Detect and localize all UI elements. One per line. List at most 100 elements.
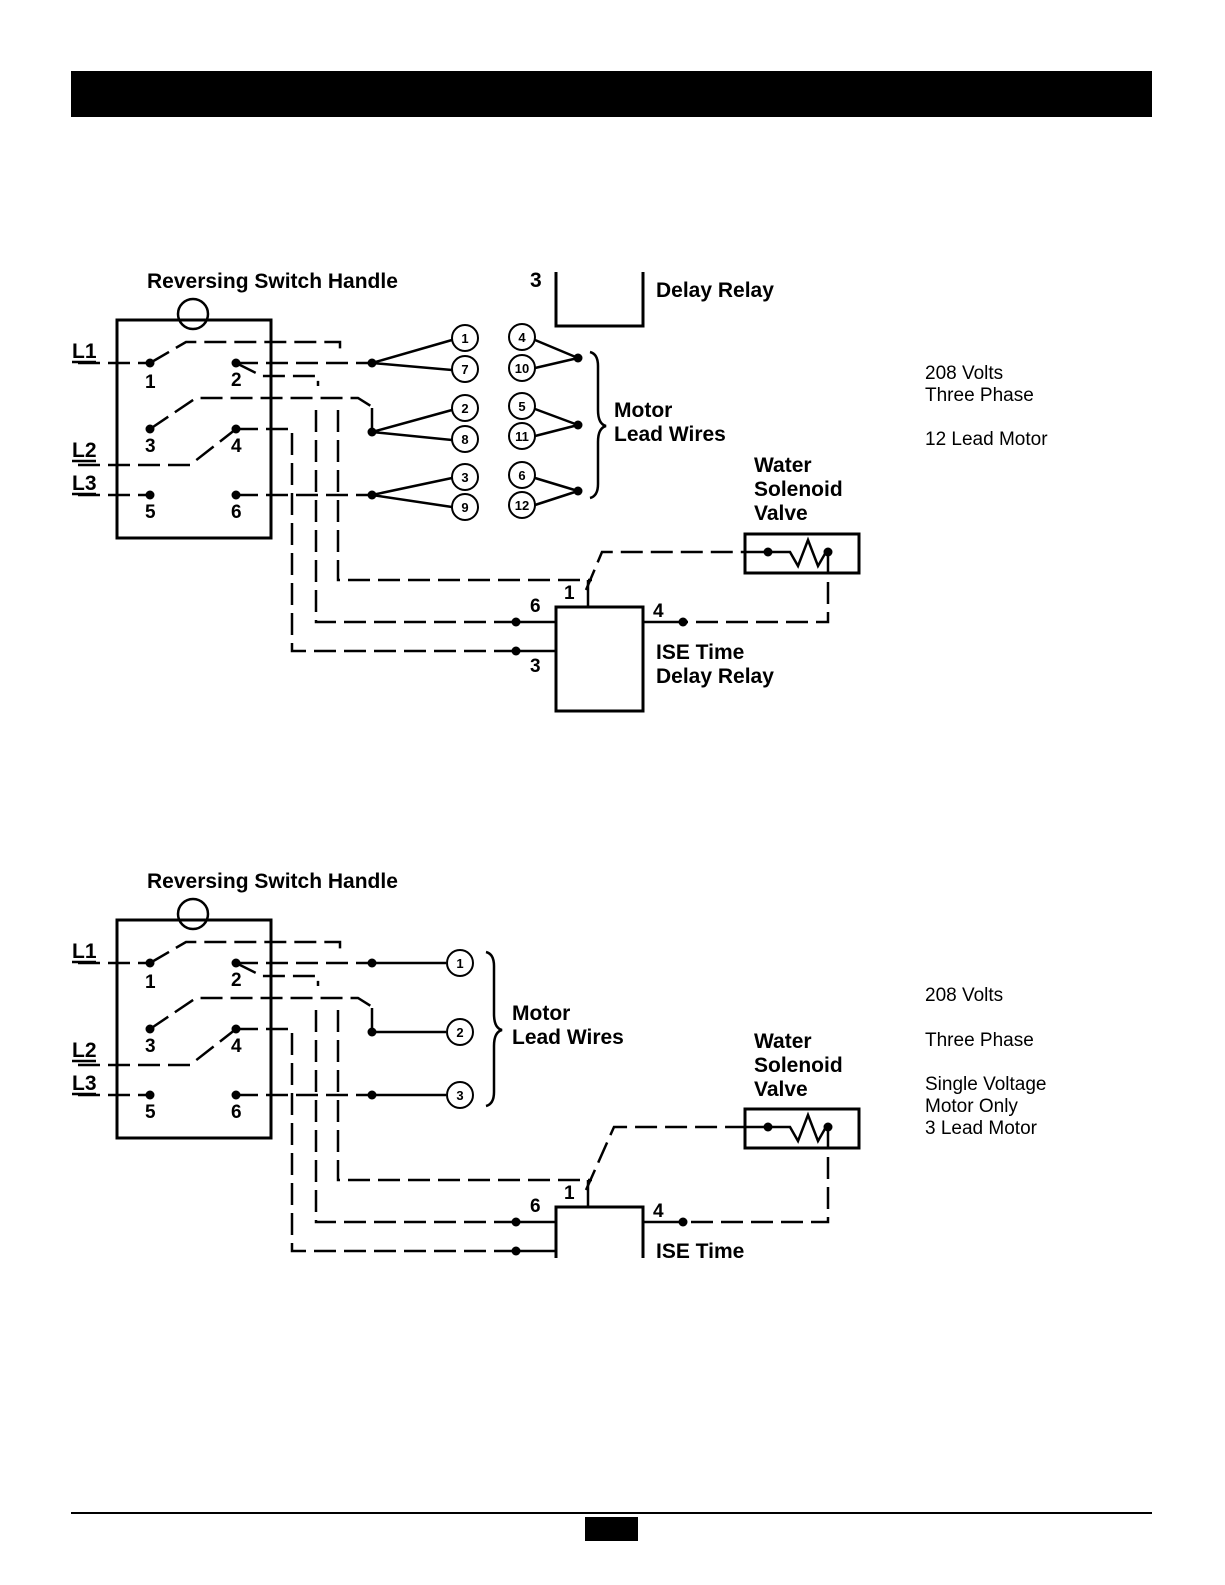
terminal-5-label: 5 [145, 1102, 156, 1123]
relay-label: ISE Time [656, 1240, 744, 1263]
footer-rule [71, 1512, 1152, 1514]
diagram-top: 3 Delay Relay Reversing Switch Handle L1… [72, 269, 861, 713]
relay-dot-4 [678, 1217, 688, 1227]
lead-text-4: 4 [518, 330, 526, 345]
valve-feed-wire [584, 1125, 745, 1191]
lead-text-9: 9 [461, 500, 468, 515]
line-label-l1: L1 [72, 340, 97, 363]
lead-text-5: 5 [518, 399, 525, 414]
terminal-3-label: 3 [145, 436, 156, 457]
lead-circle-3 [451, 463, 479, 491]
line-label-l3: L3 [72, 472, 97, 495]
valve-terminal-left [763, 547, 773, 557]
lead-circle-8 [451, 425, 479, 453]
relay-terminal-4-label: 4 [653, 1201, 664, 1222]
water-valve-box [743, 532, 861, 575]
lead-8-line [371, 430, 453, 442]
valve-return-wire [686, 552, 830, 624]
page-number-tab [585, 1517, 638, 1541]
lead-text-8: 8 [461, 432, 468, 447]
lead-6-line [534, 476, 579, 493]
lead-7-line [371, 361, 453, 372]
valve-label-line2: Solenoid [754, 478, 843, 501]
relay-terminal-3-label: 3 [530, 656, 541, 677]
terminal-6-label: 6 [231, 1102, 242, 1123]
t-relay-1-wire [336, 410, 592, 582]
motor-label-line2: Lead Wires [614, 423, 726, 446]
lead-2-line [371, 408, 453, 434]
terminal-2-label: 2 [231, 970, 242, 991]
relay-terminal-1-label: 1 [564, 1183, 575, 1204]
relay-dot-3 [511, 1246, 521, 1256]
lead-circle-6 [508, 461, 536, 489]
contact-3-arm [149, 996, 375, 1031]
lead-text-2: 2 [456, 1025, 463, 1040]
terminal-5-dot [145, 490, 155, 500]
motor-label-line2: Lead Wires [512, 1026, 624, 1049]
note-single-voltage: Single Voltage [925, 1074, 1047, 1095]
relay-dot-3 [511, 646, 521, 656]
lead-circle-2 [446, 1018, 474, 1046]
lead-text-6: 6 [518, 468, 525, 483]
lead-1-line [371, 338, 453, 365]
terminal-5-dot [145, 1090, 155, 1100]
valve-return-wire [686, 1127, 830, 1224]
lead-circle-2 [451, 394, 479, 422]
switch-handle-icon [176, 897, 210, 931]
lead-text-11: 11 [515, 429, 529, 444]
relay-terminal-1-label: 1 [564, 583, 575, 604]
water-valve-box [743, 1107, 861, 1150]
terminal-1-label: 1 [145, 372, 156, 393]
relay-terminal-6-label: 6 [530, 596, 541, 617]
lead-10-line [534, 356, 579, 370]
valve-label-line2: Solenoid [754, 1054, 843, 1077]
motor-lead-brace [589, 350, 607, 500]
diagram-bottom: Reversing Switch Handle L1 L2 L3 1 2 3 4… [72, 870, 861, 1263]
switch-handle-icon [176, 297, 210, 331]
l2-feed-wire [78, 1028, 237, 1067]
lead-text-12: 12 [515, 498, 529, 513]
lead-text-2: 2 [461, 401, 468, 416]
terminal-4-label: 4 [231, 436, 242, 457]
relay-terminal-6-label: 6 [530, 1196, 541, 1217]
junction-5-11 [573, 420, 583, 430]
lead-circle-3 [446, 1081, 474, 1109]
handle-label: Reversing Switch Handle [147, 270, 398, 293]
lead-3-line [371, 476, 453, 497]
line-label-l2: L2 [72, 1039, 97, 1062]
note-motor-type: 12 Lead Motor [925, 429, 1048, 450]
lead-circle-1 [451, 324, 479, 352]
handle-label: Reversing Switch Handle [147, 870, 398, 893]
lead-11-line [534, 423, 579, 438]
lead-text-10: 10 [515, 361, 529, 376]
lead-9-line [371, 493, 453, 509]
lead-5-line [534, 407, 579, 427]
lead-text-3: 3 [456, 1088, 463, 1103]
line-label-l1: L1 [72, 940, 97, 963]
valve-label-line3: Valve [754, 502, 808, 525]
cropped-relay-label: Delay Relay [656, 279, 774, 302]
line-label-l3: L3 [72, 1072, 97, 1095]
crop-mask [0, 1260, 1225, 1500]
t2-jumper-wire [235, 361, 320, 386]
valve-terminal-left [763, 1122, 773, 1132]
motor-lead-brace [485, 950, 503, 1108]
relay-label-line2: Delay Relay [656, 665, 774, 688]
junction-4-10 [573, 353, 583, 363]
lead-circle-5 [508, 392, 536, 420]
contact-1-arm [149, 940, 342, 965]
lead-4-line [534, 338, 579, 360]
motor-label-line1: Motor [512, 1002, 570, 1025]
lead-text-7: 7 [461, 362, 468, 377]
valve-coil-icon [745, 1111, 828, 1144]
contact-3-arm [149, 396, 375, 431]
valve-coil-icon [745, 536, 828, 569]
lead-circle-1 [446, 949, 474, 977]
cropped-relay-box [554, 272, 645, 328]
valve-label-line1: Water [754, 454, 812, 477]
terminal-5-label: 5 [145, 502, 156, 523]
t4-relay-wire [236, 427, 514, 653]
terminal-6-label: 6 [231, 502, 242, 523]
header-bar [71, 71, 1152, 117]
